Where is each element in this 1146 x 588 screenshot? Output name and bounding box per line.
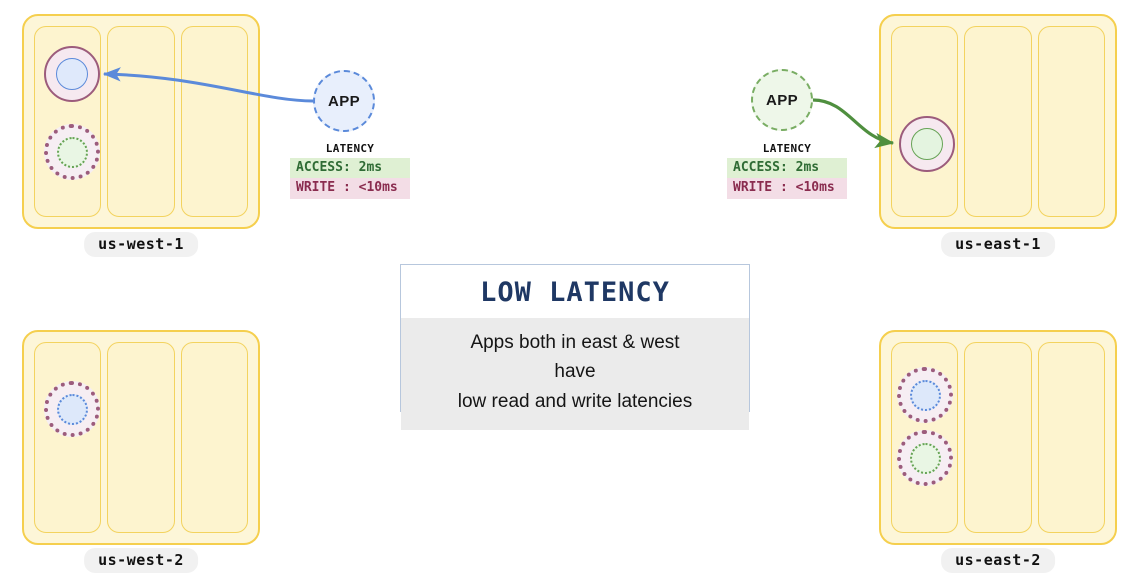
node-core-blue bbox=[56, 393, 88, 425]
availability-zone-2 bbox=[107, 26, 175, 217]
availability-zone-3 bbox=[180, 26, 248, 217]
app-node-east[interactable]: APP bbox=[751, 69, 813, 131]
region-us-east-2[interactable] bbox=[879, 330, 1117, 545]
app-label: APP bbox=[765, 91, 799, 109]
replica-node-witness-green[interactable] bbox=[44, 124, 100, 180]
availability-zone-3 bbox=[180, 342, 248, 533]
availability-zone-1 bbox=[34, 342, 102, 533]
replica-node-witness-blue[interactable] bbox=[897, 367, 953, 423]
az-container bbox=[891, 26, 1105, 217]
latency-write-row: WRITE : <10ms bbox=[727, 178, 847, 199]
region-label-us-east-2: us-east-2 bbox=[941, 548, 1055, 573]
replica-node-leader-blue[interactable] bbox=[44, 46, 100, 102]
az-container bbox=[891, 342, 1105, 533]
app-node-west[interactable]: APP bbox=[313, 70, 375, 132]
replica-node-leader-green[interactable] bbox=[899, 116, 955, 172]
callout-line-2: have bbox=[554, 361, 596, 383]
region-us-west-1[interactable] bbox=[22, 14, 260, 229]
node-core-green bbox=[56, 136, 88, 168]
latency-block-west: LATENCY ACCESS: 2ms WRITE : <10ms bbox=[290, 142, 410, 199]
app-label: APP bbox=[327, 92, 361, 110]
latency-access-row: ACCESS: 2ms bbox=[727, 158, 847, 179]
region-us-west-2[interactable] bbox=[22, 330, 260, 545]
low-latency-callout: LOW LATENCY Apps both in east & west hav… bbox=[400, 264, 750, 431]
node-core-blue bbox=[909, 379, 941, 411]
latency-write-row: WRITE : <10ms bbox=[290, 178, 410, 199]
availability-zone-2 bbox=[964, 342, 1032, 533]
replica-node-witness-blue[interactable] bbox=[44, 381, 100, 437]
callout-body: Apps both in east & west have low read a… bbox=[401, 318, 749, 431]
replica-node-witness-green[interactable] bbox=[897, 430, 953, 486]
availability-zone-3 bbox=[1037, 342, 1105, 533]
region-label-us-west-1: us-west-1 bbox=[84, 232, 198, 257]
az-container bbox=[34, 342, 248, 533]
availability-zone-2 bbox=[964, 26, 1032, 217]
callout-line-3: low read and write latencies bbox=[457, 390, 693, 412]
latency-title: LATENCY bbox=[762, 142, 812, 155]
node-core-green bbox=[911, 128, 943, 160]
node-core-blue bbox=[56, 58, 88, 90]
latency-title: LATENCY bbox=[325, 142, 375, 155]
callout-line-1: Apps both in east & west bbox=[470, 332, 680, 353]
region-label-us-west-2: us-west-2 bbox=[84, 548, 198, 573]
region-label-us-east-1: us-east-1 bbox=[941, 232, 1055, 257]
node-core-green bbox=[909, 442, 941, 474]
availability-zone-2 bbox=[107, 342, 175, 533]
latency-block-east: LATENCY ACCESS: 2ms WRITE : <10ms bbox=[727, 142, 847, 199]
availability-zone-3 bbox=[1037, 26, 1105, 217]
callout-title: LOW LATENCY bbox=[401, 265, 749, 318]
latency-access-row: ACCESS: 2ms bbox=[290, 158, 410, 179]
